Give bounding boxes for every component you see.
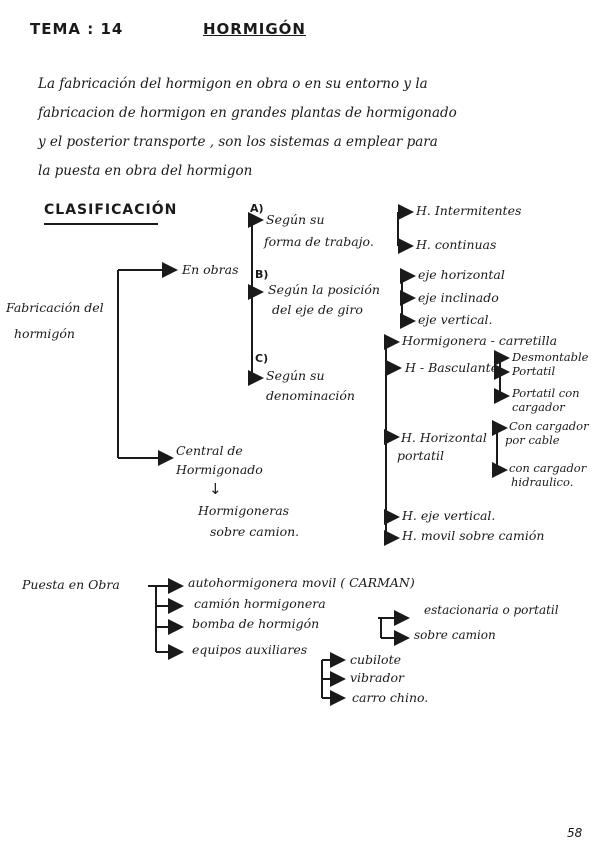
intro-line: La fabricación del hormigon en obra o en… xyxy=(38,76,428,92)
movil-sobre-camion: H. movil sobre camión xyxy=(402,528,545,543)
horizontal-item: hidraulico. xyxy=(511,475,574,489)
basculante-item: Portatil xyxy=(512,364,556,378)
group-b-item: eje vertical. xyxy=(418,312,493,327)
group-b-item: eje inclinado xyxy=(418,290,499,305)
group-a-item: H. continuas xyxy=(416,237,497,252)
basculante-item: Portatil con xyxy=(512,386,580,400)
marker-b: B) xyxy=(255,268,269,281)
page-number: 58 xyxy=(567,826,583,840)
eje-vertical: H. eje vertical. xyxy=(402,508,496,523)
group-a-label-line2: forma de trabajo. xyxy=(264,234,374,249)
basculante-item: Desmontable xyxy=(512,350,589,364)
bomba-item: sobre camion xyxy=(414,628,496,642)
group-a-item: H. Intermitentes xyxy=(416,203,522,218)
puesta-item: bomba de hormigón xyxy=(192,616,320,631)
marker-c: C) xyxy=(255,352,269,365)
intro-line: la puesta en obra del hormigon xyxy=(38,163,253,179)
auxiliar-item: vibrador xyxy=(350,670,404,685)
intro-paragraph: La fabricación del hormigon en obra o en… xyxy=(38,70,586,186)
intro-line: fabricacion de hormigon en grandes plant… xyxy=(38,105,457,121)
hormigonera-carretilla: Hormigonera - carretilla xyxy=(402,333,558,348)
clasificacion-heading: CLASIFICACIÓN xyxy=(44,202,178,218)
down-arrow-icon: ↓ xyxy=(209,480,222,498)
horizontal-item: Con cargador xyxy=(509,419,589,433)
group-c-label: Según su denominación xyxy=(266,368,355,403)
group-b-label-line2: del eje de giro xyxy=(272,302,363,317)
central-label-line1: Central de xyxy=(176,443,243,458)
intro-line: y el posterior transporte , son los sist… xyxy=(38,134,438,150)
puesta-item: equipos auxiliares xyxy=(192,642,308,657)
horizontal-item: con cargador xyxy=(509,461,587,475)
basculante-label: H - Basculante xyxy=(405,360,499,375)
root-label-line1: Fabricación del xyxy=(6,300,104,315)
root-label-line2: hormigón xyxy=(14,326,75,341)
puesta-item: camión hormigonera xyxy=(194,596,326,611)
horizontal-item: por cable xyxy=(505,433,560,447)
central-result-line1: Hormigoneras xyxy=(198,503,290,518)
horizontal-label-line2: portatil xyxy=(397,448,444,463)
page-title: HORMIGÓN xyxy=(203,20,306,38)
puesta-item: autohormigonera movil ( CARMAN) xyxy=(188,575,415,590)
group-b-label-line1: Según la posición xyxy=(268,282,380,297)
en-obras-label: En obras xyxy=(182,262,239,277)
central-result-line2: sobre camion. xyxy=(210,524,300,539)
group-a-label-line1: Según su xyxy=(266,212,325,227)
puesta-label: Puesta en Obra xyxy=(22,577,120,592)
tema-label: TEMA : 14 xyxy=(30,20,124,38)
group-b-item: eje horizontal xyxy=(418,267,505,282)
marker-a: A) xyxy=(250,202,264,215)
auxiliar-item: cubilote xyxy=(350,652,401,667)
horizontal-label-line1: H. Horizontal xyxy=(401,430,487,445)
central-label-line2: Hormigonado xyxy=(176,462,263,477)
auxiliar-item: carro chino. xyxy=(352,690,429,705)
basculante-item: cargador xyxy=(512,400,565,414)
bomba-item: estacionaria o portatil xyxy=(424,603,559,617)
